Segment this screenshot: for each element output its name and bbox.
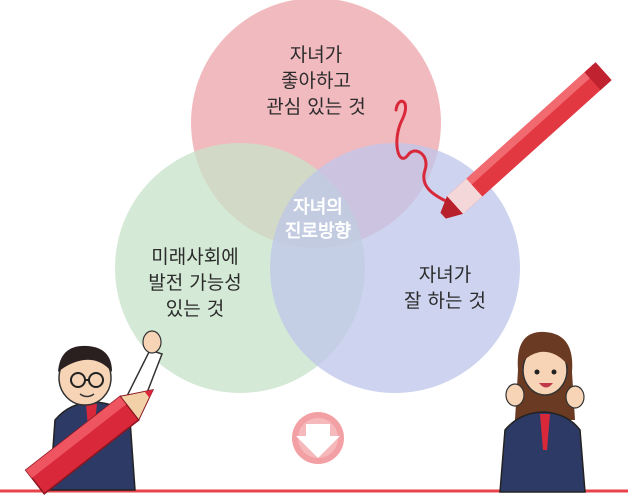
center-label: 자녀의 진로방향	[284, 197, 352, 242]
down-arrow-icon	[292, 412, 344, 464]
circle-future-label: 미래사회에 발전 가능성 있는 것	[148, 246, 242, 320]
circle-likes-label: 자녀가 좋아하고 관심 있는 것	[266, 44, 366, 118]
girl-character	[499, 331, 586, 493]
circle-strengths-label: 자녀가 잘 하는 것	[404, 264, 486, 312]
boy-character	[24, 330, 163, 495]
red-marker-icon	[440, 62, 612, 219]
pen-squiggle	[394, 99, 457, 207]
